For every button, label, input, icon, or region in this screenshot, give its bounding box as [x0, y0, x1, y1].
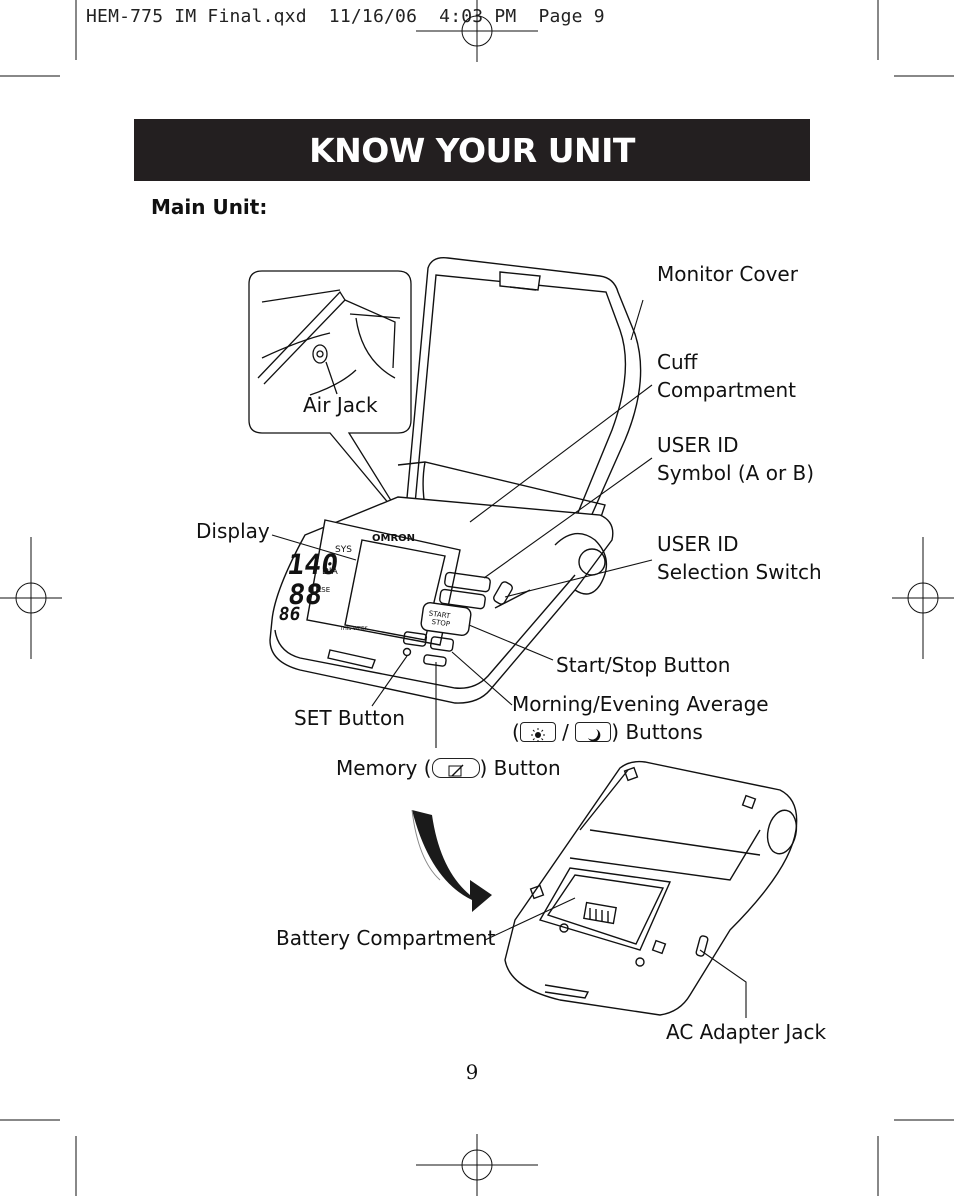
leader-lines — [271, 299, 747, 1018]
title-banner: KNOW YOUR UNIT — [134, 119, 810, 181]
main-unit — [269, 257, 642, 704]
dia-digits: 88 — [286, 578, 324, 611]
evening-moon-icon — [575, 721, 612, 742]
memory-pencil-icon — [431, 757, 480, 778]
label-ac-adapter-jack: AC Adapter Jack — [666, 1020, 827, 1044]
label-userid-symbol-line2: Symbol (A or B) — [657, 461, 815, 485]
label-air-jack: Air Jack — [303, 393, 378, 417]
air-jack-socket — [312, 344, 328, 364]
label-cuff-line2: Compartment — [657, 378, 797, 402]
label-userid-symbol-line1: USER ID — [657, 433, 739, 457]
svg-text:PULSE: PULSE — [308, 586, 330, 594]
svg-text:THIS WEEK: THIS WEEK — [339, 626, 368, 632]
label-userid-switch-line1: USER ID — [657, 532, 739, 556]
brand-logo: OMRON — [372, 533, 415, 544]
label-memory-button: Memory () Button — [336, 756, 561, 780]
label-set-button: SET Button — [294, 706, 405, 730]
print-slug: HEM-775 IM Final.qxd 11/16/06 4:03 PM Pa… — [86, 6, 605, 27]
label-morning-evening-line2: ( / ) Buttons — [512, 720, 703, 744]
svg-text:DIA: DIA — [322, 567, 339, 577]
label-display: Display — [196, 519, 270, 543]
sys-digits: 140 — [285, 548, 340, 581]
page-title: KNOW YOUR UNIT — [309, 130, 635, 170]
pulse-digits: 86 — [277, 604, 302, 625]
section-heading: Main Unit: — [151, 195, 268, 219]
label-morning-evening-line1: Morning/Evening Average — [512, 692, 769, 716]
bottom-unit-rear — [504, 760, 798, 1016]
label-userid-switch-line2: Selection Switch — [657, 560, 822, 584]
label-cuff-line1: Cuff — [657, 350, 698, 374]
air-jack-inset — [248, 270, 412, 524]
label-battery-compartment: Battery Compartment — [276, 926, 496, 950]
label-monitor-cover: Monitor Cover — [657, 262, 798, 286]
label-start-stop: Start/Stop Button — [556, 653, 731, 677]
page-number: 9 — [465, 1060, 479, 1084]
registration-mark — [461, 15, 493, 47]
svg-text:STOP: STOP — [431, 618, 450, 628]
rotate-arrow-icon — [411, 809, 492, 912]
svg-text:START: START — [428, 609, 451, 620]
ac-adapter-jack-shape — [695, 935, 709, 957]
svg-text:SYS: SYS — [335, 545, 352, 555]
morning-sun-icon — [519, 721, 556, 742]
